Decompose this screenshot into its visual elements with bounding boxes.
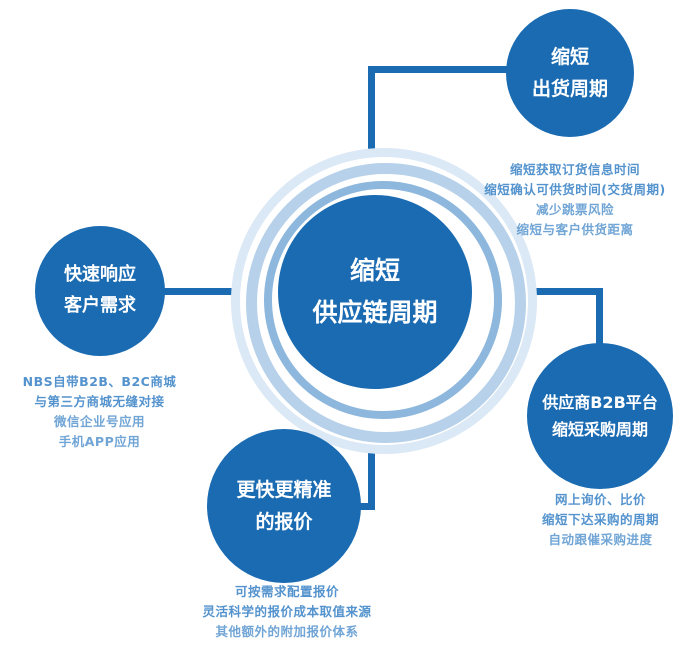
note-line: NBS自带B2B、B2C商城 bbox=[22, 374, 177, 389]
node-quick-response: 快速响应 客户需求 bbox=[35, 226, 165, 356]
notes-procurement: 网上询价、比价 缩短下达采购的周期 自动跟催采购进度 bbox=[498, 490, 700, 550]
response-title-line: 客户需求 bbox=[64, 295, 136, 316]
procurement-title: 供应商B2B平台 缩短采购周期 bbox=[542, 389, 658, 443]
quote-title-line: 更快更精准 bbox=[236, 478, 332, 501]
note-line: 微信企业号应用 bbox=[53, 414, 145, 429]
notes-response: NBS自带B2B、B2C商城 与第三方商城无缝对接 微信企业号应用 手机APP应… bbox=[2, 372, 197, 452]
note-line: 缩短确认可供货时间(交货周期) bbox=[484, 182, 666, 197]
note-line: 其他额外的附加报价体系 bbox=[215, 624, 359, 639]
node-supplier-b2b-procurement: 供应商B2B平台 缩短采购周期 bbox=[527, 343, 673, 489]
node-shorten-supply-chain-cycle: 缩短 供应链周期 bbox=[278, 195, 472, 389]
note-line: 手机APP应用 bbox=[58, 434, 141, 449]
note-line: 缩短下达采购的周期 bbox=[541, 512, 659, 527]
note-line: 减少跳票风险 bbox=[535, 202, 614, 217]
note-line: 网上询价、比价 bbox=[554, 492, 646, 507]
note-line: 缩短与客户供货距离 bbox=[516, 222, 634, 237]
procurement-title-line: 缩短采购周期 bbox=[551, 420, 648, 439]
notes-quote: 可按需求配置报价 灵活科学的报价成本取值来源 其他额外的附加报价体系 bbox=[162, 582, 412, 642]
response-title: 快速响应 客户需求 bbox=[64, 260, 136, 321]
response-title-line: 快速响应 bbox=[64, 264, 136, 286]
note-line: 自动跟催采购进度 bbox=[548, 532, 653, 547]
shipping-title-line: 出货周期 bbox=[531, 78, 608, 100]
shipping-title: 缩短 出货周期 bbox=[532, 41, 608, 106]
quote-title: 更快更精准 的报价 bbox=[236, 474, 331, 539]
shipping-title-line: 缩短 bbox=[550, 45, 589, 68]
node-shorten-shipping-cycle: 缩短 出货周期 bbox=[506, 9, 634, 137]
note-line: 可按需求配置报价 bbox=[234, 584, 339, 599]
quote-title-line: 的报价 bbox=[255, 511, 313, 533]
note-line: 灵活科学的报价成本取值来源 bbox=[202, 604, 372, 619]
connector-center-to-shipping-horizontal bbox=[368, 66, 570, 73]
center-title: 缩短 供应链周期 bbox=[312, 250, 437, 335]
note-line: 与第三方商城无缝对接 bbox=[34, 394, 165, 409]
center-title-line: 缩短 bbox=[349, 255, 400, 285]
notes-shipping: 缩短获取订货信息时间 缩短确认可供货时间(交货周期) 减少跳票风险 缩短与客户供… bbox=[450, 160, 700, 240]
node-faster-quotation: 更快更精准 的报价 bbox=[207, 429, 361, 583]
center-title-line: 供应链周期 bbox=[312, 298, 438, 327]
note-line: 缩短获取订货信息时间 bbox=[509, 162, 640, 177]
procurement-title-line: 供应商B2B平台 bbox=[542, 392, 658, 412]
